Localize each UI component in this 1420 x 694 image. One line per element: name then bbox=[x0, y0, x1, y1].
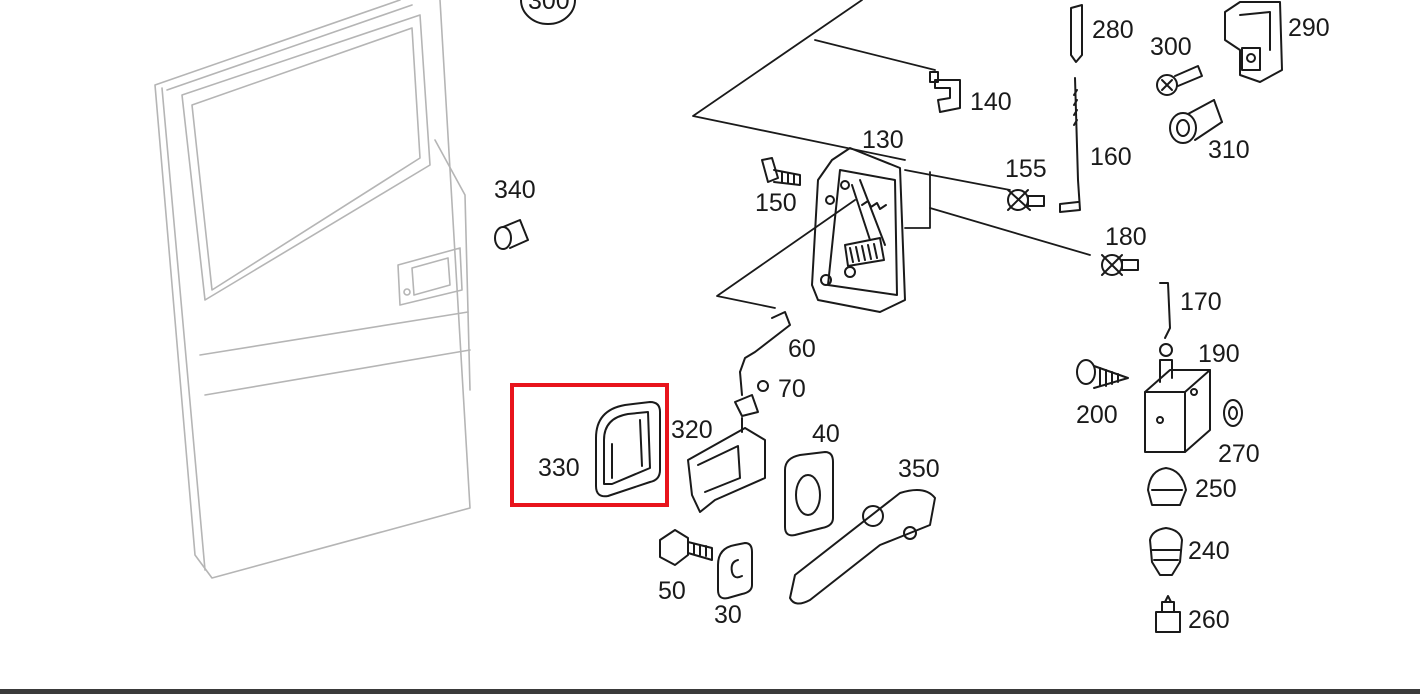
label-240: 240 bbox=[1188, 537, 1230, 565]
part-70-clip bbox=[734, 371, 769, 417]
label-300: 300 bbox=[1150, 33, 1192, 61]
part-190-actuator bbox=[1144, 343, 1211, 453]
part-60-rod bbox=[739, 311, 791, 373]
part-300-top-circle bbox=[520, 0, 576, 25]
part-140-clip bbox=[929, 71, 961, 113]
label-130: 130 bbox=[862, 126, 904, 154]
label-160: 160 bbox=[1090, 143, 1132, 171]
label-350: 350 bbox=[898, 455, 940, 483]
door-outline bbox=[154, 0, 471, 579]
label-190: 190 bbox=[1198, 340, 1240, 368]
label-340: 340 bbox=[494, 176, 536, 204]
part-300-screw bbox=[1156, 65, 1203, 96]
label-280: 280 bbox=[1092, 16, 1134, 44]
label-30: 30 bbox=[714, 601, 742, 629]
part-40-escutcheon bbox=[784, 451, 834, 537]
part-155-clip bbox=[1007, 189, 1045, 211]
label-50: 50 bbox=[658, 577, 686, 605]
part-270-grommet bbox=[1223, 399, 1243, 427]
part-30-gasket bbox=[717, 542, 753, 600]
label-300-top: 300 bbox=[528, 0, 570, 15]
label-40: 40 bbox=[812, 420, 840, 448]
label-60: 60 bbox=[788, 335, 816, 363]
part-200-screw bbox=[1076, 359, 1129, 389]
part-320-bracket bbox=[687, 417, 766, 513]
label-140: 140 bbox=[970, 88, 1012, 116]
part-50-bolt bbox=[659, 529, 713, 566]
label-310: 310 bbox=[1208, 136, 1250, 164]
linkage-lines bbox=[692, 0, 1091, 309]
part-290-bracket bbox=[1224, 1, 1283, 83]
part-310-bushing bbox=[1169, 99, 1223, 144]
part-130-lock bbox=[811, 147, 906, 313]
part-280-pin bbox=[1070, 4, 1083, 63]
label-270: 270 bbox=[1218, 440, 1260, 468]
label-155: 155 bbox=[1005, 155, 1047, 183]
part-330-gasket bbox=[595, 401, 661, 498]
part-340-bushing bbox=[494, 219, 529, 250]
label-260: 260 bbox=[1188, 606, 1230, 634]
part-160-rod bbox=[1059, 77, 1081, 213]
label-330: 330 bbox=[538, 454, 580, 482]
part-260-plug bbox=[1155, 595, 1181, 633]
part-180-clip bbox=[1101, 254, 1139, 276]
label-70: 70 bbox=[778, 375, 806, 403]
highlight-box-part-330 bbox=[510, 383, 669, 507]
label-320: 320 bbox=[671, 416, 713, 444]
bottom-border bbox=[0, 689, 1420, 694]
label-170: 170 bbox=[1180, 288, 1222, 316]
label-290: 290 bbox=[1288, 14, 1330, 42]
label-200: 200 bbox=[1076, 401, 1118, 429]
part-250-bumper bbox=[1147, 467, 1187, 506]
part-350-handle bbox=[789, 488, 936, 605]
part-170-rod bbox=[1159, 282, 1171, 339]
label-180: 180 bbox=[1105, 223, 1147, 251]
part-240-bumper bbox=[1149, 527, 1183, 576]
label-150: 150 bbox=[755, 189, 797, 217]
label-250: 250 bbox=[1195, 475, 1237, 503]
part-150-screw bbox=[761, 157, 801, 186]
